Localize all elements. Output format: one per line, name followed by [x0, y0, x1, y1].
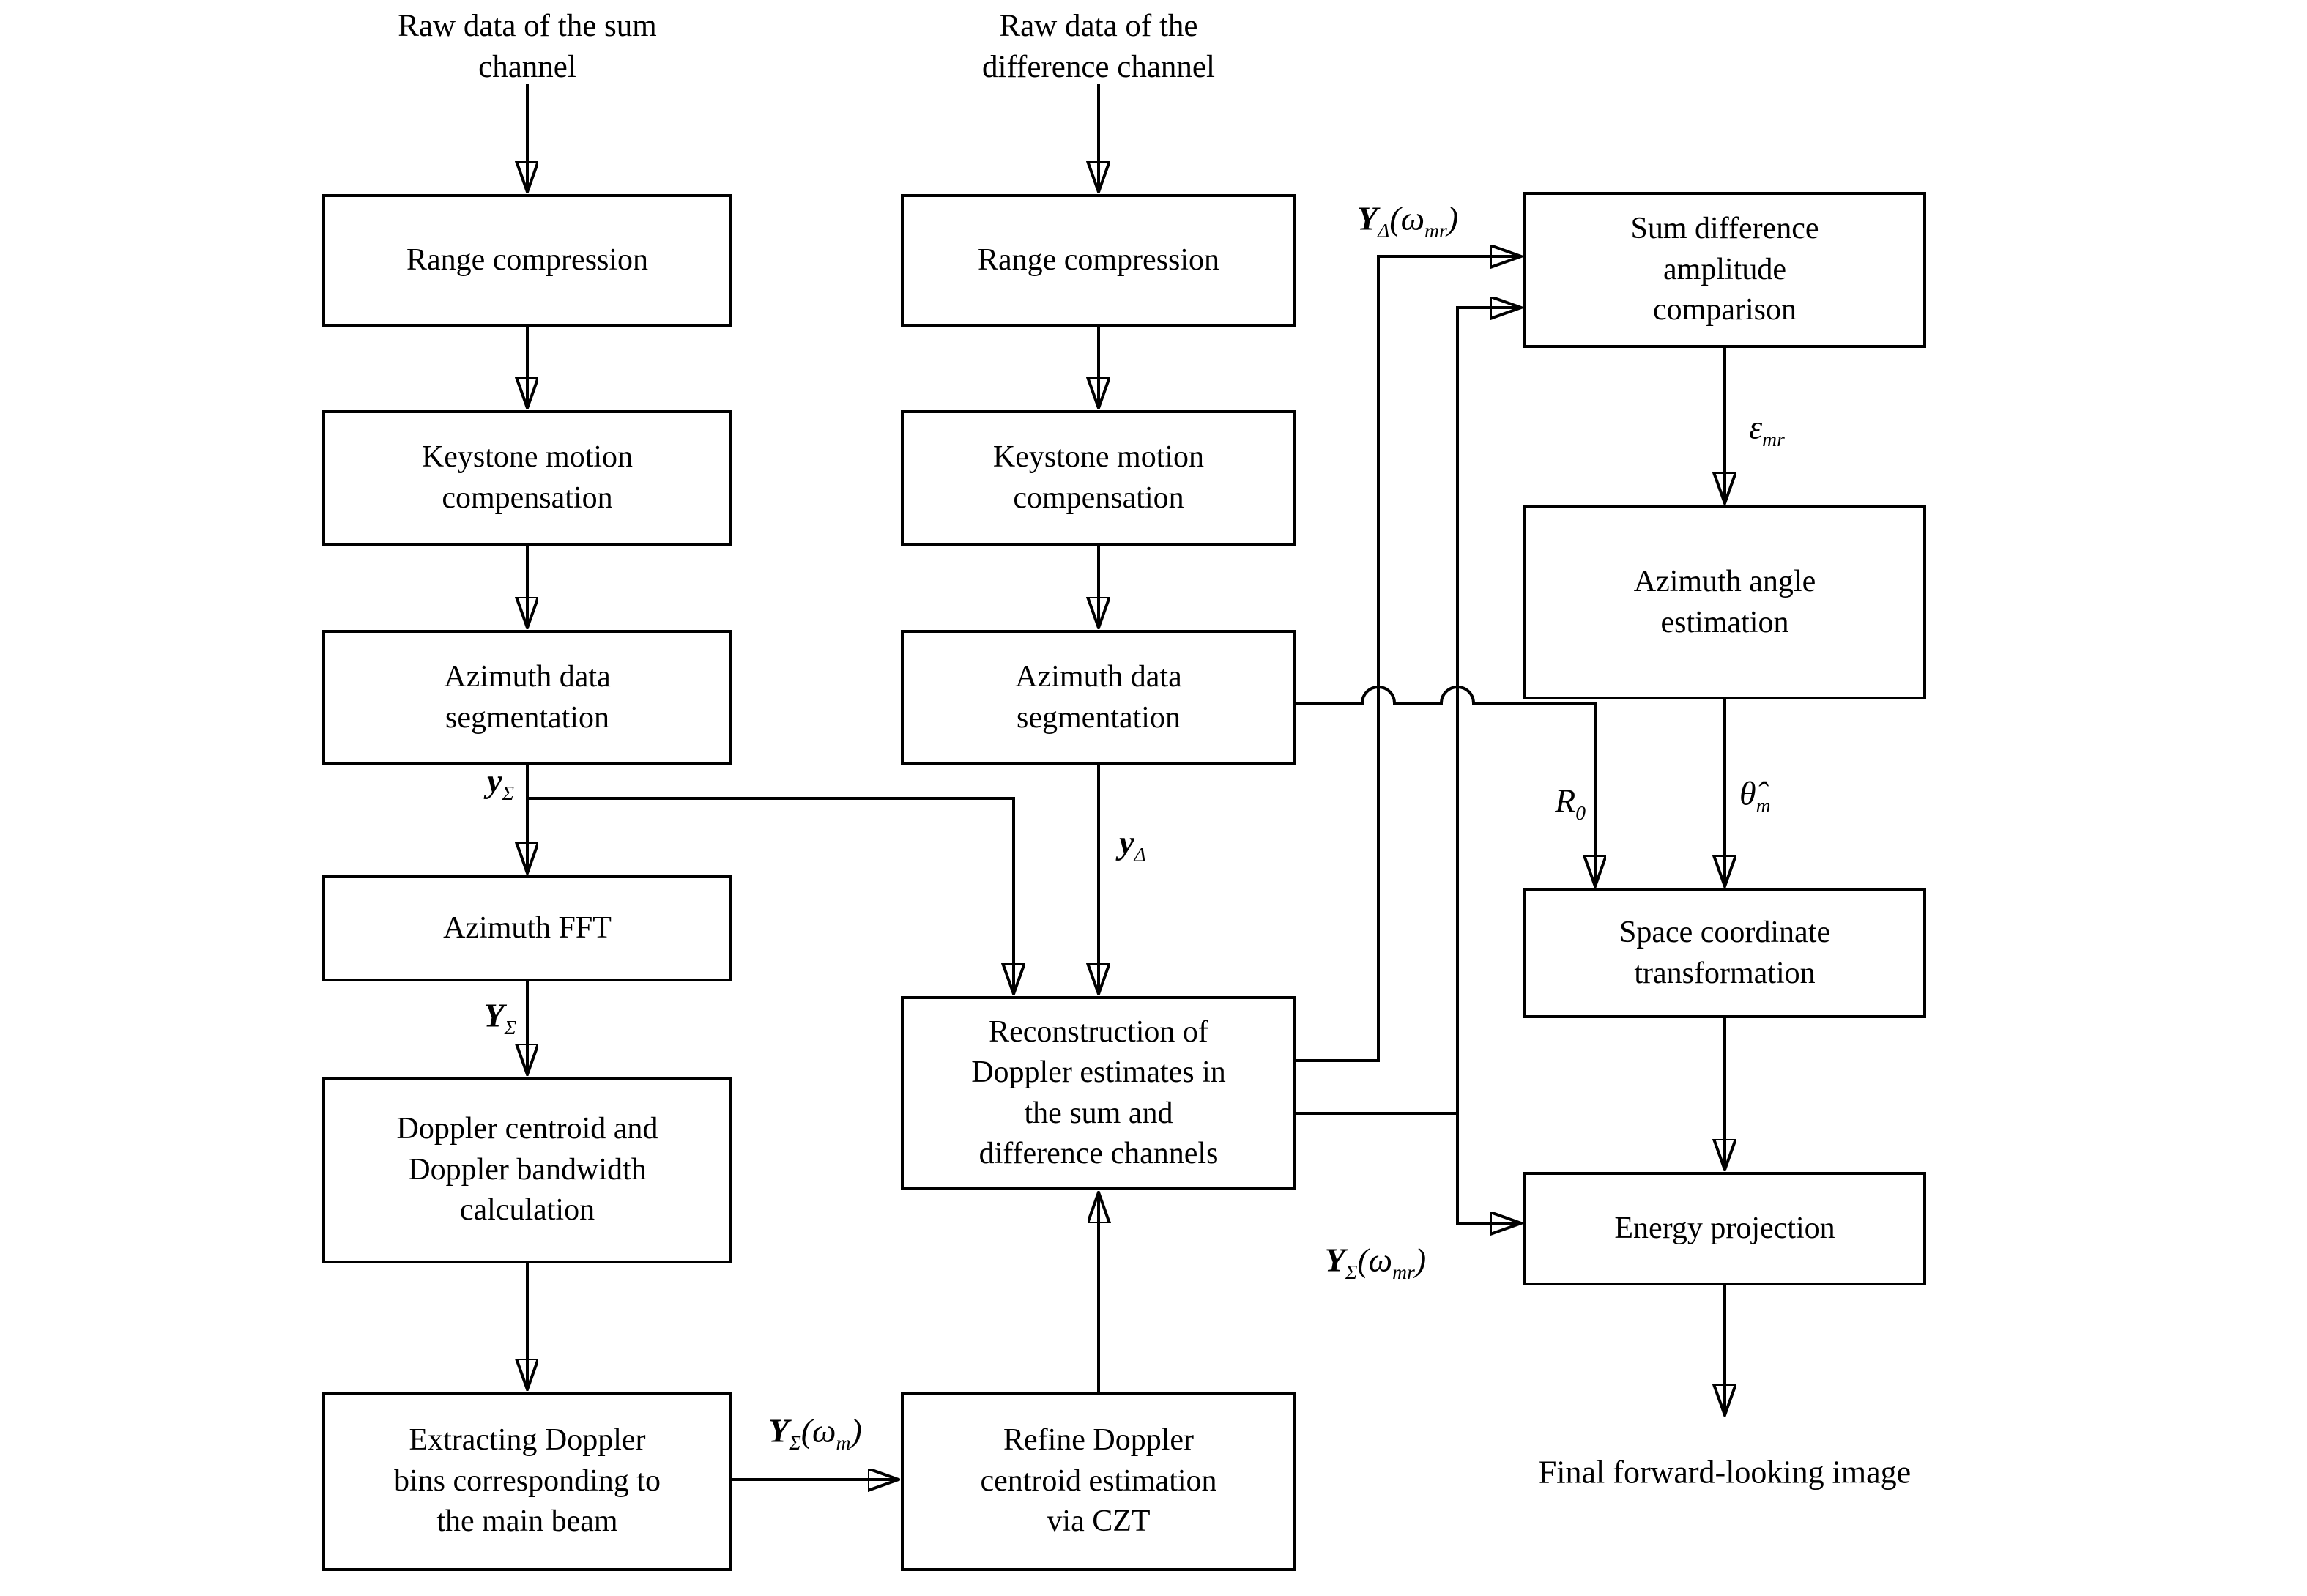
box-range-compression-sum: Range compression	[322, 194, 732, 327]
box-refine-doppler-centroid-czt: Refine Doppler centroid estimation via C…	[901, 1392, 1296, 1571]
caption-raw-data-sum: Raw data of the sum channel	[398, 9, 657, 84]
arrow-r0-to-spacecoordinate	[1296, 686, 1595, 885]
label-y-delta: yΔ	[1119, 823, 1146, 866]
box-doppler-centroid-bandwidth: Doppler centroid and Doppler bandwidth c…	[322, 1077, 732, 1263]
box-keystone-motion-compensation-sum: Keystone motion compensation	[322, 410, 732, 546]
box-reconstruction-doppler-estimates: Reconstruction of Doppler estimates in t…	[901, 996, 1296, 1190]
label-y-sigma: yΣ	[487, 762, 514, 804]
label-epsilon-mr: εmr	[1749, 408, 1785, 450]
box-azimuth-data-segmentation-sum: Azimuth data segmentation	[322, 630, 732, 765]
box-azimuth-angle-estimation: Azimuth angle estimation	[1523, 505, 1926, 699]
label-Y-sigma: YΣ	[483, 996, 516, 1039]
label-Y-sigma-omega-mr: YΣ(ωmr)	[1324, 1241, 1427, 1283]
box-extracting-doppler-bins: Extracting Doppler bins corresponding to…	[322, 1392, 732, 1571]
box-azimuth-fft: Azimuth FFT	[322, 875, 732, 981]
final-forward-looking-image-text: Final forward-looking image	[1538, 1454, 1912, 1491]
box-energy-projection: Energy projection	[1523, 1172, 1926, 1285]
box-keystone-motion-compensation-diff: Keystone motion compensation	[901, 410, 1296, 546]
arrow-ysigma-branch-to-reconstruction	[527, 797, 1014, 992]
box-azimuth-data-segmentation-diff: Azimuth data segmentation	[901, 630, 1296, 765]
arrow-ydeltamr-to-sumdifference	[1296, 256, 1520, 1062]
label-Y-delta-omega-mr: YΔ(ωmr)	[1356, 199, 1459, 242]
label-theta-hat-m: θ̂m	[1739, 774, 1771, 817]
arrow-ysigmamr-to-energyprojection	[1456, 1113, 1520, 1223]
box-space-coordinate-transformation: Space coordinate transformation	[1523, 888, 1926, 1018]
box-sum-difference-amplitude-comparison: Sum difference amplitude comparison	[1523, 192, 1926, 348]
arrow-ysigmamr-to-sumdifference	[1456, 308, 1520, 1113]
caption-raw-data-difference: Raw data of the difference channel	[982, 9, 1215, 84]
label-Y-sigma-omega-m: YΣ(ωm)	[768, 1411, 862, 1454]
label-R0: R0	[1555, 782, 1586, 824]
box-range-compression-diff: Range compression	[901, 194, 1296, 327]
